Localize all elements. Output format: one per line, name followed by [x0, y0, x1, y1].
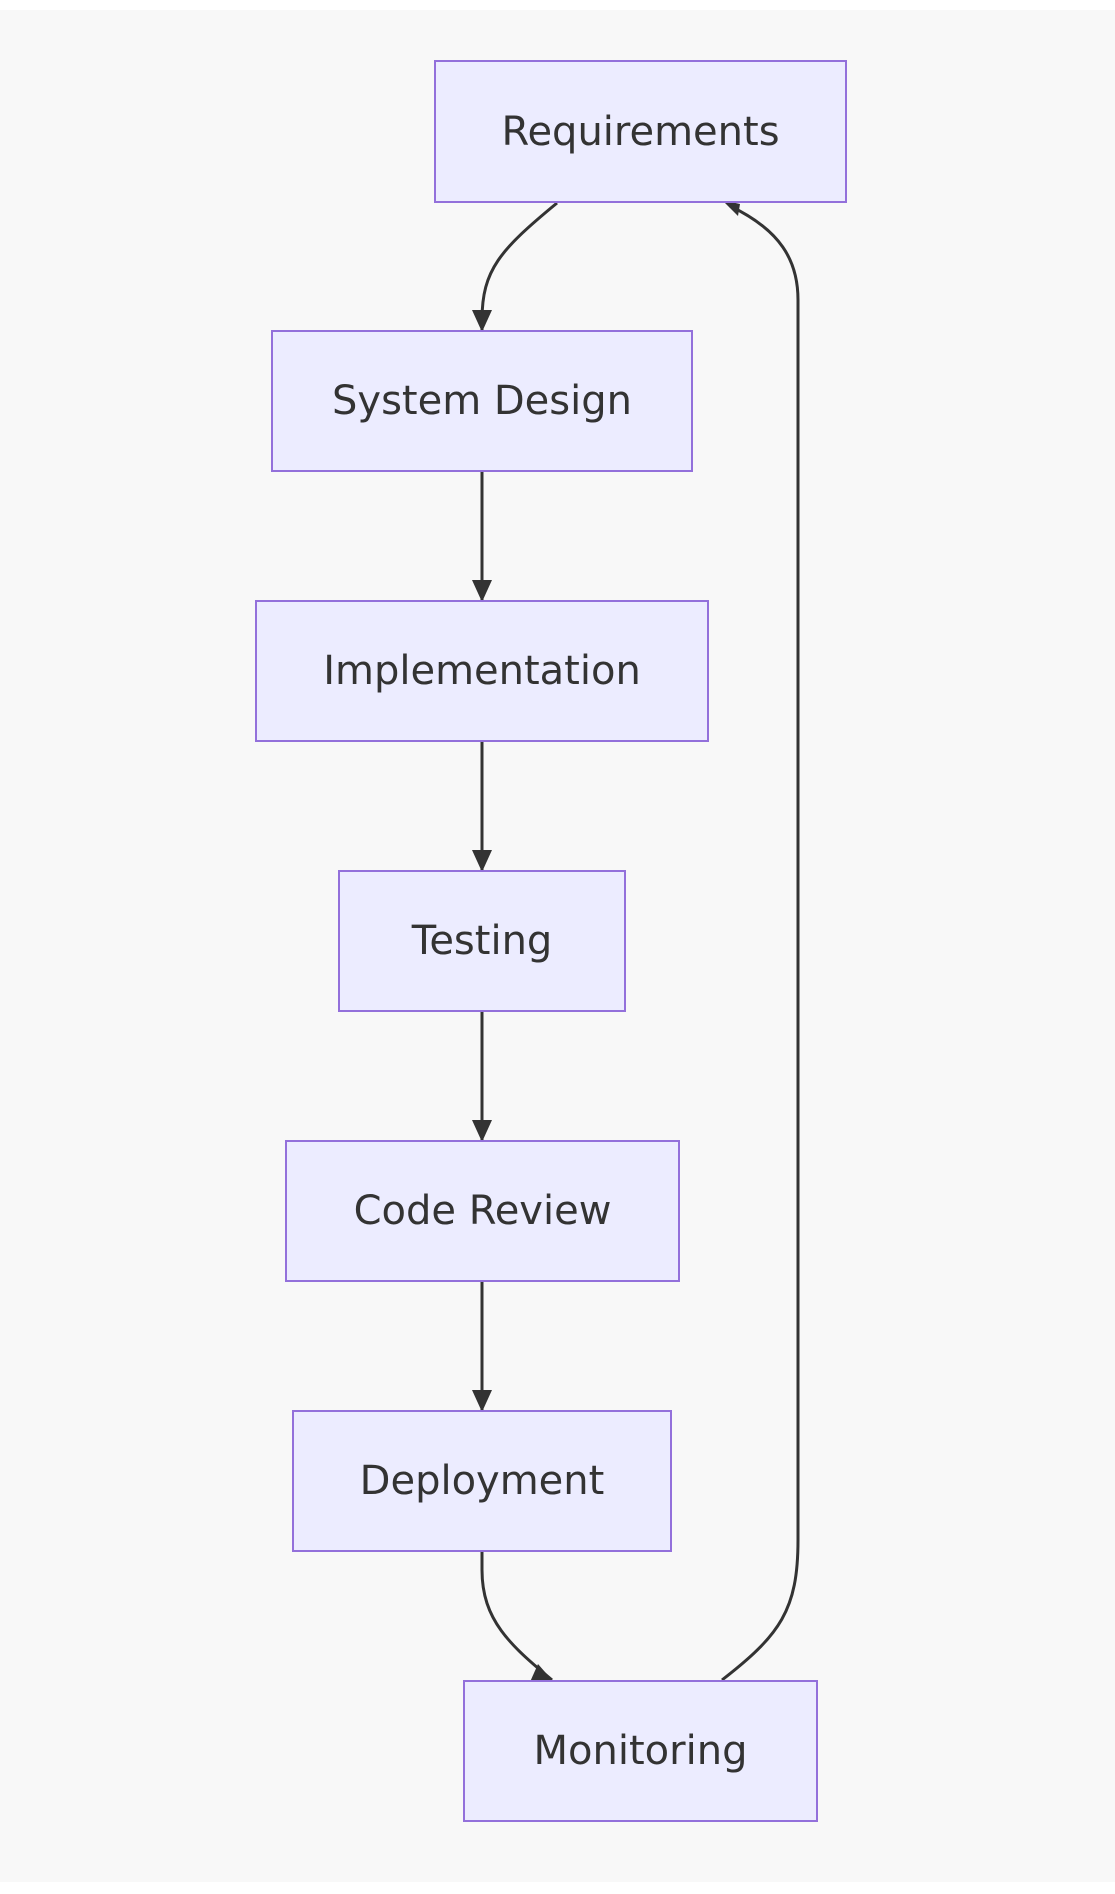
- edge-requirements-to-system-design: [478, 201, 558, 331]
- arrowhead-deployment: [472, 1390, 492, 1412]
- node-testing: Testing: [338, 870, 626, 1012]
- node-system-design: System Design: [271, 330, 693, 472]
- arrowhead-testing: [472, 850, 492, 872]
- arrowhead-monitoring: [530, 1664, 552, 1682]
- arrowhead-implementation: [472, 580, 492, 602]
- edge-monitoring-to-requirements: [721, 204, 800, 1682]
- node-requirements: Requirements: [434, 60, 847, 203]
- node-implementation: Implementation: [255, 600, 709, 742]
- arrowhead-requirements: [722, 200, 740, 216]
- arrowhead-system-design: [472, 310, 492, 332]
- node-monitoring: Monitoring: [463, 1680, 818, 1822]
- arrowhead-code-review: [472, 1120, 492, 1142]
- edge-deployment-to-monitoring: [480, 1552, 553, 1682]
- node-deployment: Deployment: [292, 1410, 672, 1552]
- node-code-review: Code Review: [285, 1140, 680, 1282]
